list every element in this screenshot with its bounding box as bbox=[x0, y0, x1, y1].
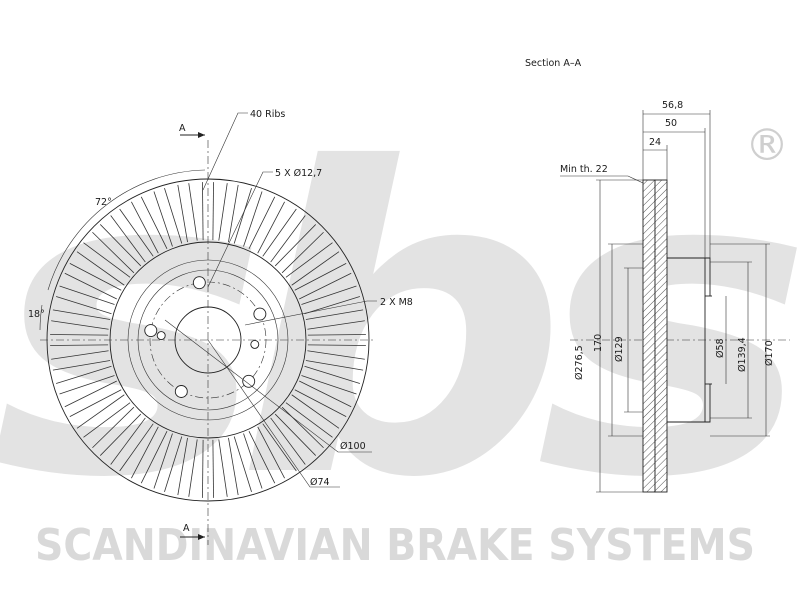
vent-rib bbox=[285, 394, 340, 438]
vent-rib bbox=[202, 439, 214, 498]
vent-rib bbox=[64, 380, 122, 417]
registered-mark: ® bbox=[745, 120, 789, 171]
friction-plate-outer bbox=[642, 179, 656, 493]
vent-rib bbox=[262, 417, 306, 472]
vent-rib bbox=[305, 350, 365, 371]
vent-rib bbox=[177, 183, 198, 243]
section-title: Section A–A bbox=[525, 58, 582, 69]
dim-129: Ø129 bbox=[614, 336, 625, 362]
angle-label-18: 18° bbox=[28, 309, 45, 320]
vent-rib bbox=[274, 406, 324, 456]
dim-thickness: 24 bbox=[649, 137, 661, 148]
leader-bore bbox=[207, 339, 340, 488]
section-arrow-bottom-head bbox=[198, 534, 205, 540]
angle-arc-18 bbox=[39, 304, 43, 331]
dim-height: 50 bbox=[665, 118, 677, 129]
vent-rib bbox=[233, 188, 263, 247]
vent-rib bbox=[305, 309, 365, 330]
label-bore: Ø74 bbox=[310, 477, 330, 488]
vent-rib bbox=[294, 380, 352, 417]
section-arrow-top-head bbox=[198, 132, 205, 138]
vent-rib bbox=[64, 263, 122, 300]
vent-rib bbox=[202, 182, 214, 241]
vent-rib bbox=[56, 285, 115, 315]
label-threads: 2 X M8 bbox=[380, 297, 413, 308]
vent-rib bbox=[76, 242, 131, 286]
bolt-hole bbox=[144, 324, 158, 337]
thread-hole bbox=[250, 339, 260, 349]
bolt-holes bbox=[144, 276, 267, 398]
vent-rib bbox=[218, 183, 239, 243]
min-thickness: Min th. 22 bbox=[560, 164, 608, 175]
hat-outline-bottom bbox=[667, 384, 711, 423]
dim-58: Ø58 bbox=[715, 338, 726, 358]
bolt-hole bbox=[253, 307, 267, 321]
vent-ribs bbox=[50, 182, 366, 498]
vent-rib bbox=[301, 365, 360, 395]
vent-rib bbox=[110, 208, 154, 263]
watermark-logo: sbs bbox=[0, 81, 798, 570]
vent-rib bbox=[218, 437, 239, 497]
leader-holes bbox=[207, 171, 273, 288]
company-name: SCANDINAVIAN BRAKE SYSTEMS bbox=[35, 520, 755, 571]
bolt-hole bbox=[242, 374, 256, 388]
leader-ribs bbox=[202, 112, 248, 191]
dim-total-height: 56,8 bbox=[662, 100, 683, 111]
vent-rib bbox=[92, 406, 142, 456]
bolt-hole bbox=[174, 385, 188, 398]
vent-rib bbox=[51, 350, 111, 371]
vent-rib bbox=[248, 196, 285, 254]
dim-hat: 170 bbox=[593, 334, 604, 352]
vent-rib bbox=[274, 224, 324, 274]
leader-pcd bbox=[164, 319, 372, 453]
section-marker-bottom: A bbox=[183, 523, 190, 534]
vent-rib bbox=[51, 309, 111, 330]
dim-r170: Ø170 bbox=[764, 340, 775, 366]
vent-rib bbox=[301, 285, 360, 315]
leader-threads bbox=[244, 300, 377, 326]
thread-holes bbox=[156, 331, 260, 349]
vent-rib bbox=[233, 433, 263, 492]
bolt-hole bbox=[192, 276, 206, 290]
leader-min-thickness bbox=[560, 175, 644, 184]
dim-outer: Ø276,5 bbox=[574, 345, 585, 380]
vent-rib bbox=[248, 426, 285, 484]
vent-rib bbox=[131, 196, 168, 254]
label-holes: 5 X Ø12,7 bbox=[275, 168, 322, 179]
vent-rib bbox=[307, 334, 366, 346]
angle-arc-72 bbox=[47, 169, 206, 291]
vent-rib bbox=[131, 426, 168, 484]
vent-rib bbox=[153, 188, 183, 247]
angle-label-72: 72° bbox=[95, 197, 112, 208]
vent-rib bbox=[50, 334, 109, 346]
label-pcd: Ø100 bbox=[340, 441, 366, 452]
vent-rib bbox=[110, 417, 154, 472]
vent-rib bbox=[177, 437, 198, 497]
front-view: A A 72° 18° 40 Ribs 5 X Ø12,7 2 X M8 Ø10… bbox=[28, 109, 413, 545]
section-view: Section A–A 56,8 50 24 Min th. 22 bbox=[525, 58, 790, 493]
vent-rib bbox=[294, 263, 352, 300]
section-marker-top: A bbox=[179, 123, 186, 134]
dim-139: Ø139,4 bbox=[737, 337, 748, 372]
thread-hole bbox=[156, 331, 166, 341]
watermark: sbs ® SCANDINAVIAN BRAKE SYSTEMS bbox=[0, 81, 800, 571]
vent-rib bbox=[76, 394, 131, 438]
friction-plate-inner bbox=[654, 179, 668, 493]
label-ribs: 40 Ribs bbox=[250, 109, 285, 120]
vent-rib bbox=[285, 242, 340, 286]
vent-rib bbox=[153, 433, 183, 492]
vent-rib bbox=[92, 224, 142, 274]
vent-rib bbox=[262, 208, 306, 263]
vent-rib bbox=[56, 365, 115, 395]
